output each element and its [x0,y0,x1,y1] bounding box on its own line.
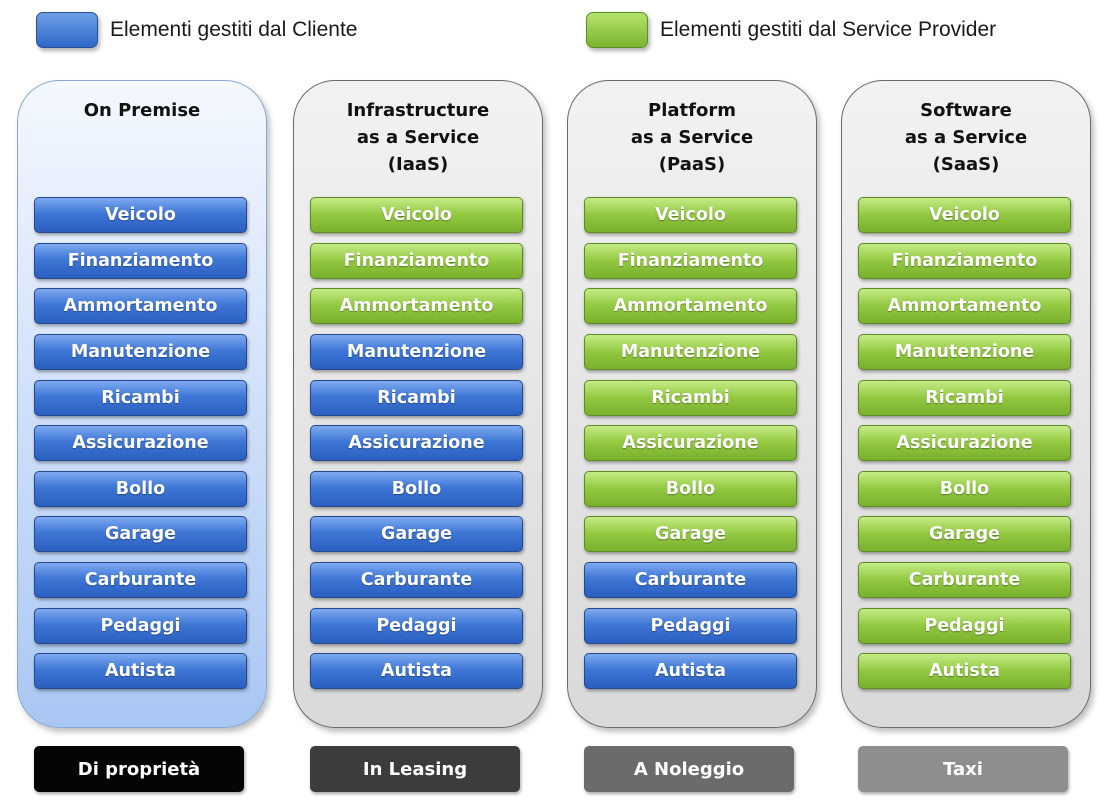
item-client: Autista [584,653,797,690]
item-provider: Finanziamento [584,242,797,279]
item-provider: Ricambi [584,379,797,416]
column-1: Infrastructure as a Service (IaaS) Veicol… [293,80,543,728]
item-provider: Garage [858,516,1071,553]
footer-label-3: Taxi [858,746,1068,792]
item-client: Veicolo [34,197,247,233]
item-client: Ammortamento [34,288,247,325]
column-title: On Premise [83,100,201,121]
item-provider: Finanziamento [310,242,523,279]
item-provider: Veicolo [858,197,1071,233]
legend-client-swatch [36,12,98,48]
legend-client-label: Elementi gestiti dal Cliente [110,18,358,41]
item-client: Bollo [34,470,247,507]
item-client: Pedaggi [34,607,247,644]
item-client: Assicurazione [310,425,523,462]
item-provider: Carburante [858,562,1071,599]
item-client: Ricambi [310,379,523,416]
item-client: Assicurazione [34,425,247,462]
item-client: Finanziamento [34,242,247,279]
item-client: Bollo [310,470,523,507]
item-client: Manutenzione [34,333,247,370]
column-title: Infrastructure as a Service (IaaS) [346,100,490,175]
item-client: Carburante [310,562,523,599]
item-provider: Assicurazione [584,425,797,462]
item-client: Pedaggi [584,607,797,644]
footer-label-0: Di proprietà [34,746,244,792]
item-client: Carburante [34,562,247,599]
item-provider: Ammortamento [584,288,797,325]
legend-provider-label: Elementi gestiti dal Service Provider [660,18,997,41]
footer-label-2: A Noleggio [584,746,794,792]
item-provider: Finanziamento [858,242,1071,279]
item-client: Ricambi [34,379,247,416]
item-provider: Manutenzione [858,333,1071,370]
item-client: Garage [310,516,523,553]
legend-provider: Elementi gestiti dal Service Provider [586,10,996,50]
item-provider: Ammortamento [310,288,523,325]
legend-client: Elementi gestiti dal Cliente [36,10,357,50]
item-provider: Ammortamento [858,288,1071,325]
item-client: Autista [310,653,523,690]
item-provider: Pedaggi [858,607,1071,644]
item-provider: Veicolo [584,197,797,233]
item-provider: Assicurazione [858,425,1071,462]
item-provider: Garage [584,516,797,553]
footer-label-1: In Leasing [310,746,520,792]
item-provider: Autista [858,653,1071,690]
item-provider: Bollo [584,470,797,507]
item-provider: Manutenzione [584,333,797,370]
item-client: Manutenzione [310,333,523,370]
item-client: Pedaggi [310,607,523,644]
item-client: Carburante [584,562,797,599]
item-provider: Bollo [858,470,1071,507]
column-title: Software as a Service (SaaS) [904,100,1028,175]
item-client: Autista [34,653,247,690]
legend-provider-swatch [586,12,648,48]
column-title: Platform as a Service (PaaS) [630,100,754,175]
item-provider: Veicolo [310,197,523,233]
item-client: Garage [34,516,247,553]
item-provider: Ricambi [858,379,1071,416]
